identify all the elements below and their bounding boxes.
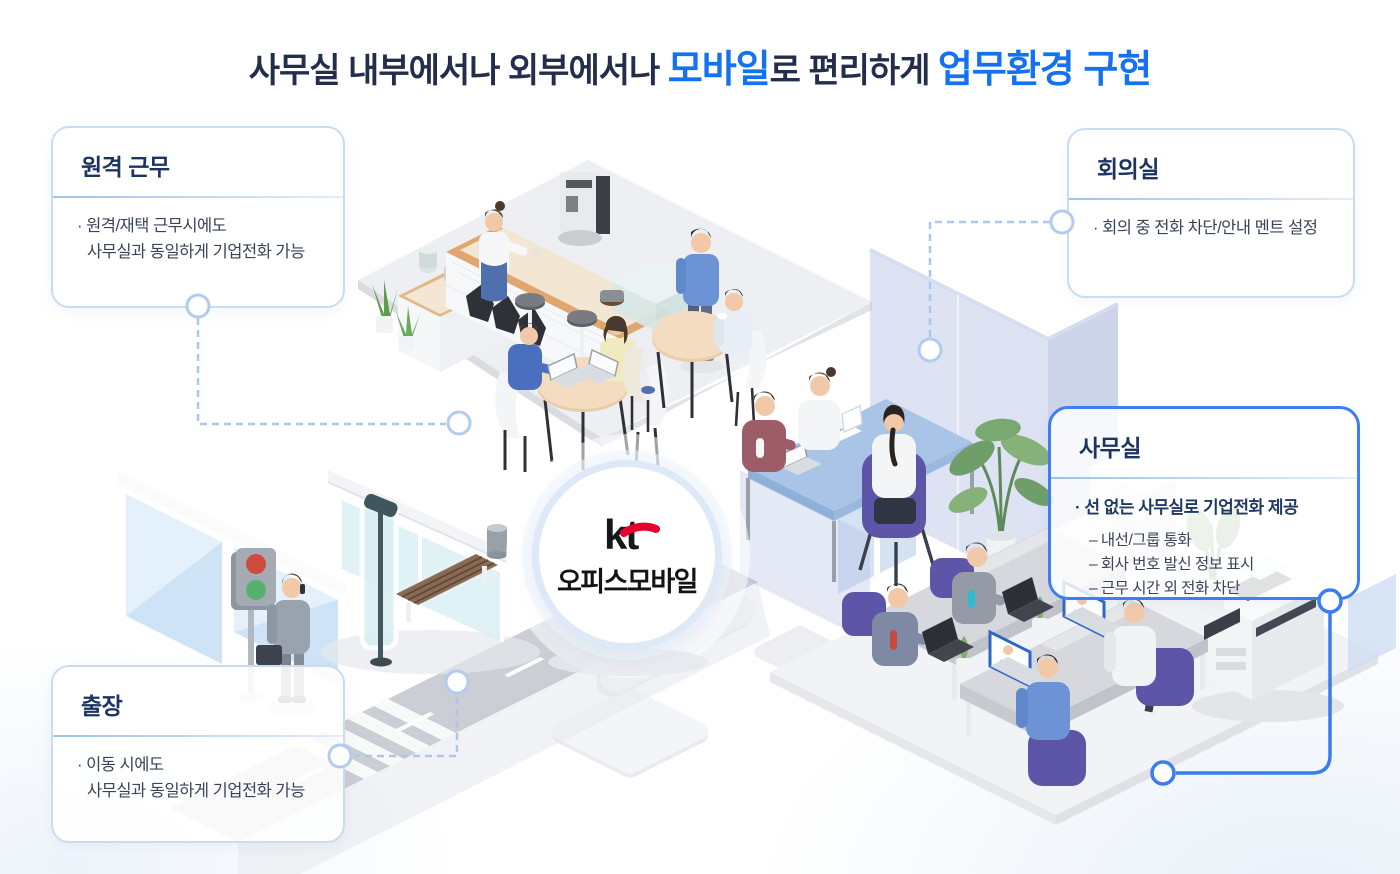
callout-remote-title: 원격 근무 <box>81 154 170 180</box>
coffee-machine-icon <box>558 172 610 246</box>
callout-office: 사무실 · 선 없는 사무실로 기업전화 제공 – 내선/그룹 통화 – 회사 … <box>1048 406 1360 600</box>
office-worker-video-icon <box>988 629 1086 786</box>
meeting-plant-icon <box>948 418 1054 575</box>
traffic-light-icon <box>231 548 276 702</box>
center-badge-product: 오피스모바일 <box>556 566 699 597</box>
meeting-woman-back-icon <box>858 404 936 586</box>
title-highlight: 업무환경 구현 <box>937 49 1152 91</box>
callout-trip-line: 사무실과 동일하게 기업전화 가능 <box>87 781 305 800</box>
trash-bin-icon <box>487 524 507 559</box>
callout-trip-line: · 이동 시에도 <box>77 756 164 774</box>
divider <box>53 196 343 198</box>
divider <box>53 735 343 737</box>
cafe-table-single-icon <box>622 288 767 432</box>
callout-meeting-room: 회의실 · 회의 중 전화 차단/안내 멘트 설정 <box>1067 128 1355 298</box>
cafe-scene <box>358 160 872 472</box>
bench-icon <box>396 554 498 622</box>
divider <box>1069 198 1353 200</box>
kt-logo-icon: kt <box>604 512 660 558</box>
divider <box>1051 477 1357 479</box>
callout-remote-line: 사무실과 동일하게 기업전화 가능 <box>87 242 305 261</box>
meeting-man-icon <box>742 391 796 472</box>
title-part: 사무실 내부에서나 외부에서나 <box>248 52 668 90</box>
title-highlight: 모바일 <box>667 49 771 91</box>
callout-meeting-line: · 회의 중 전화 차단/안내 멘트 설정 <box>1093 219 1318 237</box>
title-part: 로 편리하게 <box>769 52 938 90</box>
page-title: 사무실 내부에서나 외부에서나 모바일로 편리하게 업무환경 구현 <box>0 38 1400 93</box>
callout-meeting-title: 회의실 <box>1097 156 1159 182</box>
meeting-woman-icon <box>798 367 863 450</box>
barista-icon <box>479 201 542 302</box>
callout-office-subitem: – 근무 시간 외 전화 차단 <box>1089 580 1241 598</box>
callout-trip-title: 출장 <box>81 693 123 719</box>
cafe-table-laptops-icon <box>495 315 669 472</box>
callout-remote-line: · 원격/재택 근무시에도 <box>77 217 227 235</box>
callout-office-subitem: – 회사 번호 발신 정보 표시 <box>1089 556 1254 574</box>
callout-office-subitem: – 내선/그룹 통화 <box>1089 532 1192 550</box>
center-badge: kt 오피스모바일 <box>532 460 722 650</box>
callout-remote-work: 원격 근무 · 원격/재택 근무시에도 사무실과 동일하게 기업전화 가능 <box>51 126 345 308</box>
callout-office-headline: · 선 없는 사무실로 기업전화 제공 <box>1075 498 1299 517</box>
street-lamp-icon <box>364 493 398 667</box>
office-worker-icon <box>842 583 974 666</box>
bus-shelter-icon <box>320 470 540 674</box>
office-worker-icon <box>930 542 1054 624</box>
callout-business-trip: 출장 · 이동 시에도 사무실과 동일하게 기업전화 가능 <box>51 665 345 843</box>
callout-office-title: 사무실 <box>1079 435 1141 461</box>
badge-shadow <box>548 648 708 676</box>
